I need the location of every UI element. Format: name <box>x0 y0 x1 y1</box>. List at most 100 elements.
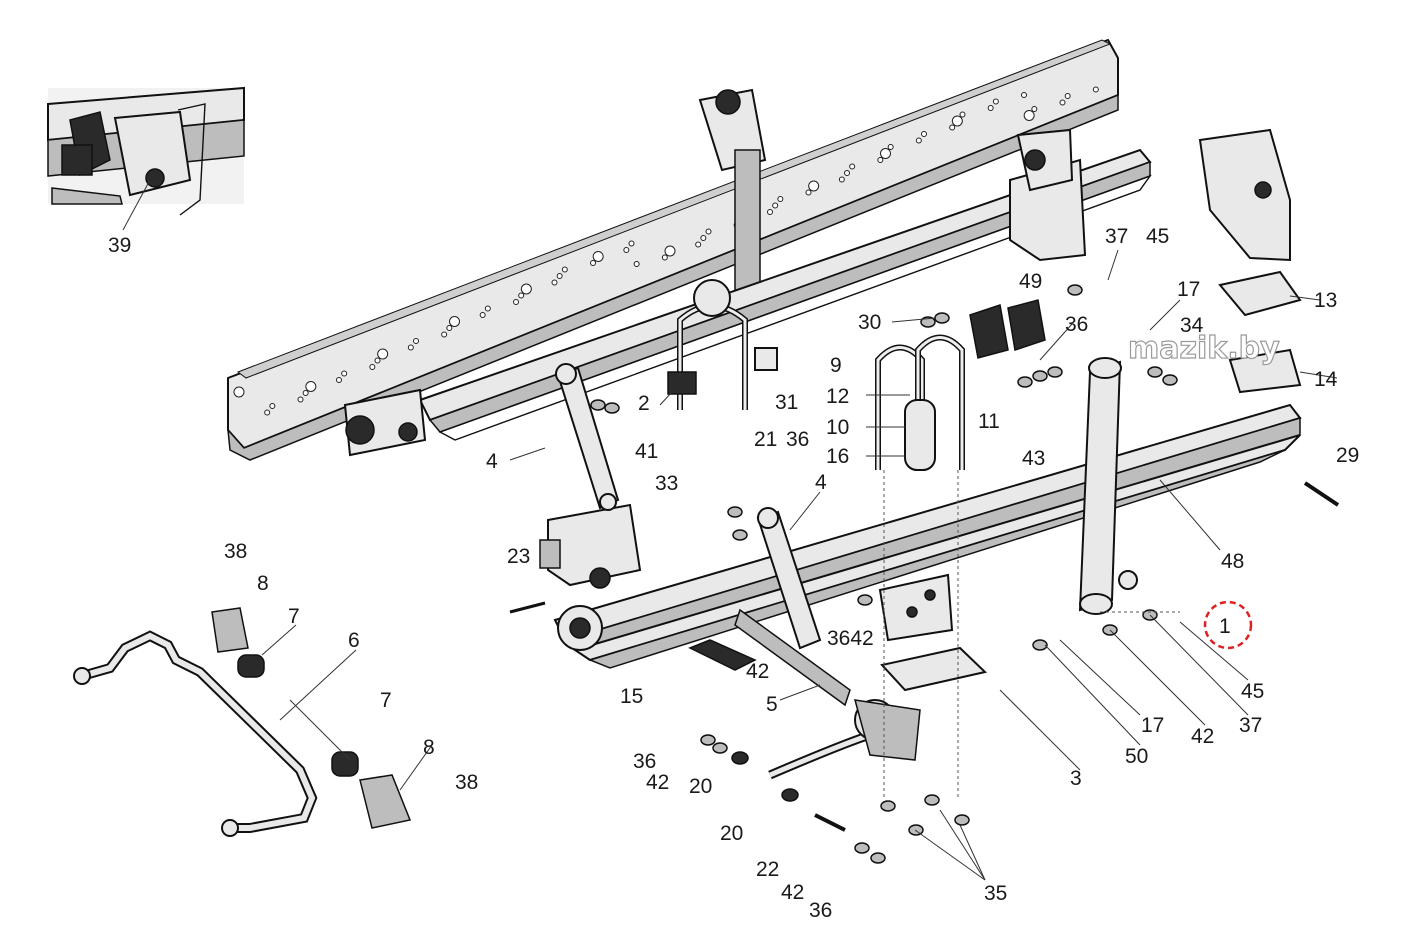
part-label-42-right: 42 <box>1191 725 1214 748</box>
rail-hole <box>233 386 245 398</box>
part-label-49: 49 <box>1019 270 1042 293</box>
watermark: mazik.by <box>1128 331 1280 366</box>
part-label-12: 12 <box>826 385 849 408</box>
part-label-42-mid: 42 <box>746 660 769 683</box>
rail-hole <box>264 409 271 416</box>
rail-hole <box>518 292 525 299</box>
part-label-50: 50 <box>1125 745 1148 768</box>
assembly-guides <box>883 470 1180 800</box>
nuts <box>590 284 1178 864</box>
pin-23 <box>509 601 546 614</box>
rail-hole <box>623 247 630 253</box>
part-label-36-bottom: 36 <box>809 899 832 922</box>
part-label-37-top: 37 <box>1105 225 1128 248</box>
nut <box>590 399 606 411</box>
nut <box>732 529 748 541</box>
part-label-36-mid: 36 <box>786 428 809 451</box>
nut <box>1162 374 1178 386</box>
part-label-36-upper: 36 <box>1065 313 1088 336</box>
rail-hole <box>849 163 856 170</box>
highlight-circle <box>1203 600 1253 650</box>
part-label-7-bottom: 7 <box>380 689 392 712</box>
frame-rail <box>227 38 1119 461</box>
rail-hole <box>949 124 956 131</box>
nut <box>712 742 728 754</box>
part-label-7-top: 7 <box>288 605 300 628</box>
rail-hole <box>336 377 342 383</box>
part-label-15: 15 <box>620 685 643 708</box>
rail-hole <box>441 331 448 338</box>
part-label-20-lower: 20 <box>720 822 743 845</box>
part-label-9: 9 <box>830 354 842 377</box>
rail-hole <box>844 170 850 176</box>
inset-detail-illustration <box>47 86 245 216</box>
rail-hole <box>951 115 963 127</box>
leader-lines <box>122 179 1338 881</box>
rail-hole <box>446 325 453 331</box>
part-label-38-bottom: 38 <box>455 771 478 794</box>
stabilizer-clamp-lower <box>331 751 412 829</box>
nut <box>1032 639 1048 651</box>
part-label-20-upper: 20 <box>689 775 712 798</box>
part-label-42-lower: 42 <box>646 771 669 794</box>
part-label-43: 43 <box>1022 447 1045 470</box>
rail-hole <box>921 131 927 137</box>
rear-spring-eye <box>343 388 427 457</box>
nut <box>1017 376 1033 388</box>
rail-hole <box>1064 93 1071 99</box>
front-hanger-detached <box>1198 128 1302 394</box>
part-label-37-bottom: 37 <box>1239 714 1262 737</box>
rail-hole <box>592 251 604 262</box>
rail-hole <box>987 105 994 111</box>
rail-hole <box>633 261 640 267</box>
stabilizer-bar <box>73 630 318 837</box>
nut <box>727 506 743 518</box>
rail-hole <box>808 180 820 192</box>
rail-hole <box>305 381 317 392</box>
part-label-35: 35 <box>984 882 1007 905</box>
nut <box>924 794 940 806</box>
nut <box>954 814 970 826</box>
nut <box>908 824 924 836</box>
part-label-29: 29 <box>1336 444 1359 467</box>
rail-hole <box>695 241 702 248</box>
rail-hole <box>992 98 999 105</box>
rail-hole <box>772 202 779 209</box>
rail-hole <box>1031 106 1038 112</box>
rail-hole <box>561 266 568 273</box>
part-label-3642: 3642 <box>827 627 874 650</box>
rail-hole <box>700 235 707 241</box>
part-label-3: 3 <box>1070 767 1082 790</box>
nut <box>920 316 936 328</box>
rail-hole <box>1092 86 1099 93</box>
rail-hole <box>838 176 845 183</box>
part-label-23: 23 <box>507 545 530 568</box>
upper-u-bolt <box>667 279 778 410</box>
nut <box>934 312 950 324</box>
upper-leaf-spring <box>418 148 1152 441</box>
rail-hole <box>449 316 460 327</box>
rail-hole <box>407 344 414 351</box>
rail-hole <box>374 357 381 364</box>
rail-hole <box>513 299 519 305</box>
rail-hole <box>369 364 376 370</box>
part-label-17-top: 17 <box>1177 278 1200 301</box>
rail-hole <box>302 390 309 396</box>
rail-hole <box>1023 110 1035 121</box>
part-label-1: 1 <box>1219 615 1231 638</box>
nut <box>854 842 870 854</box>
rail-hole <box>1059 99 1066 106</box>
shock-absorber <box>1078 357 1138 615</box>
rail-hole <box>590 260 596 266</box>
torque-arm-rear <box>555 363 620 511</box>
part-label-45-top: 45 <box>1146 225 1169 248</box>
front-spring-hanger <box>1009 128 1087 262</box>
rail-hole <box>877 157 884 163</box>
part-label-17-bottom: 17 <box>1141 714 1164 737</box>
rail-hole <box>479 312 486 318</box>
torque-arm-front <box>734 507 851 707</box>
part-label-6: 6 <box>348 629 360 652</box>
part-label-5: 5 <box>766 693 778 716</box>
nut <box>604 402 620 414</box>
spring-seat-block <box>878 573 988 692</box>
